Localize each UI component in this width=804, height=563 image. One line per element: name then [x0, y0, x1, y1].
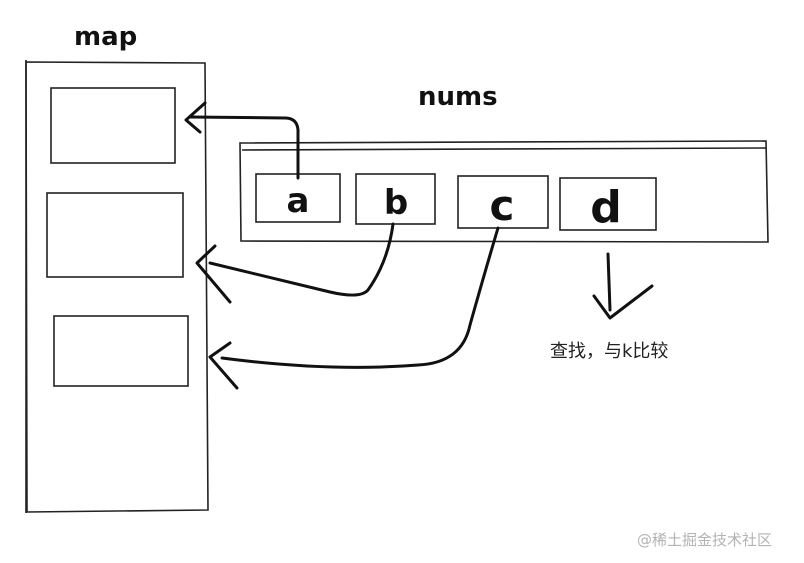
nums-cell-d: d: [559, 177, 657, 233]
map-label: map: [74, 22, 137, 52]
compare-note: 查找，与k比较: [550, 341, 668, 362]
watermark: @稀土掘金技术社区: [637, 531, 772, 549]
nums-item-a: a: [287, 181, 310, 221]
nums-item-d: d: [590, 182, 622, 233]
nums-cell-b: b: [355, 173, 436, 225]
map-slot-1: [50, 87, 176, 164]
arrow-a-to-slot-1: [184, 101, 300, 180]
nums-cell-c: c: [457, 175, 549, 230]
map-slot-2: [46, 192, 184, 278]
nums-item-b: b: [384, 183, 408, 223]
nums-label: nums: [418, 82, 498, 112]
down-arrow-icon: [592, 252, 654, 320]
nums-item-c: c: [490, 181, 515, 230]
arrow-b-to-slot-2: [195, 222, 395, 304]
map-container: [25, 60, 209, 513]
nums-container: [239, 140, 769, 243]
arrow-c-to-slot-3: [208, 226, 500, 390]
nums-cell-a: a: [255, 173, 341, 223]
map-slots: [46, 87, 189, 387]
map-slot-3: [53, 315, 189, 387]
